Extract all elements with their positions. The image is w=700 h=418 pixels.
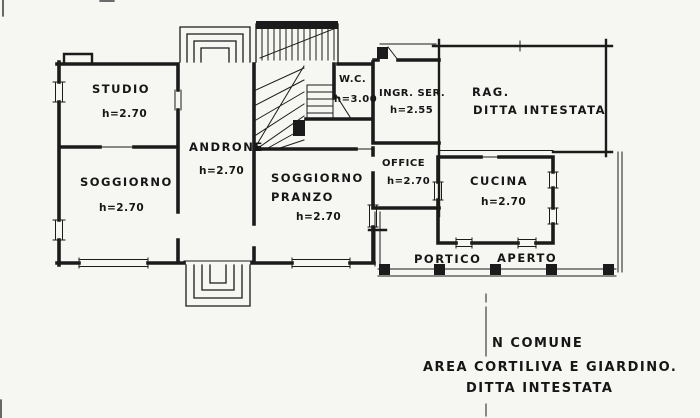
room-height-studio: h=2.70 [102,108,147,120]
annotation-comune: N COMUNE [492,336,583,351]
entry-steps-bottom [185,264,251,307]
room-label-rag: RAG. [472,85,510,99]
windows-and-thin-lines [52,40,559,269]
room-height-ingr-ser: h=2.55 [390,105,433,116]
room-height-office: h=2.70 [387,176,430,187]
room-label-ingr-ser: INGR. SER. [379,88,445,99]
service-entry-door [377,47,388,59]
room-height-wc: h=3.00 [334,94,377,105]
interior-staircase [255,65,334,149]
walls-thick [55,58,555,267]
portico-structure [374,151,623,277]
room-height-cucina: h=2.70 [481,196,526,208]
room-label-office: OFFICE [382,158,425,169]
exterior-stair-top [255,21,339,63]
entry-steps-top [179,26,251,63]
flue-block [293,120,305,136]
room-label-soggiorno-pranzo: SOGGIORNO [271,171,364,185]
room-height-androne: h=2.70 [199,165,244,177]
room-height-soggiorno: h=2.70 [99,202,144,214]
room-label-studio: STUDIO [92,82,150,96]
room-labels: STUDIO h=2.70 SOGGIORNO h=2.70 ANDRONE h… [80,74,606,266]
portico-pillars [379,264,614,275]
walls-medium [62,38,614,232]
room-label-androne: ANDRONE [189,140,264,154]
scan-artifacts [0,0,115,418]
room-label-cucina: CUCINA [470,174,528,188]
room-label-portico: PORTICO [414,252,481,266]
bottom-annotations: N COMUNE AREA CORTILIVA E GIARDINO. DITT… [423,336,677,396]
room-label-soggiorno: SOGGIORNO [80,175,173,189]
room-label-portico-aperto: APERTO [497,251,557,265]
annotation-owner: DITTA INTESTATA [466,381,613,396]
room-label-pranzo: PRANZO [271,190,334,204]
annotation-area: AREA CORTILIVA E GIARDINO. [423,360,677,375]
room-height-soggiorno-pranzo: h=2.70 [296,211,341,223]
room-label-rag-ditta: DITTA INTESTATA [473,103,606,117]
room-label-wc: W.C. [339,74,366,85]
